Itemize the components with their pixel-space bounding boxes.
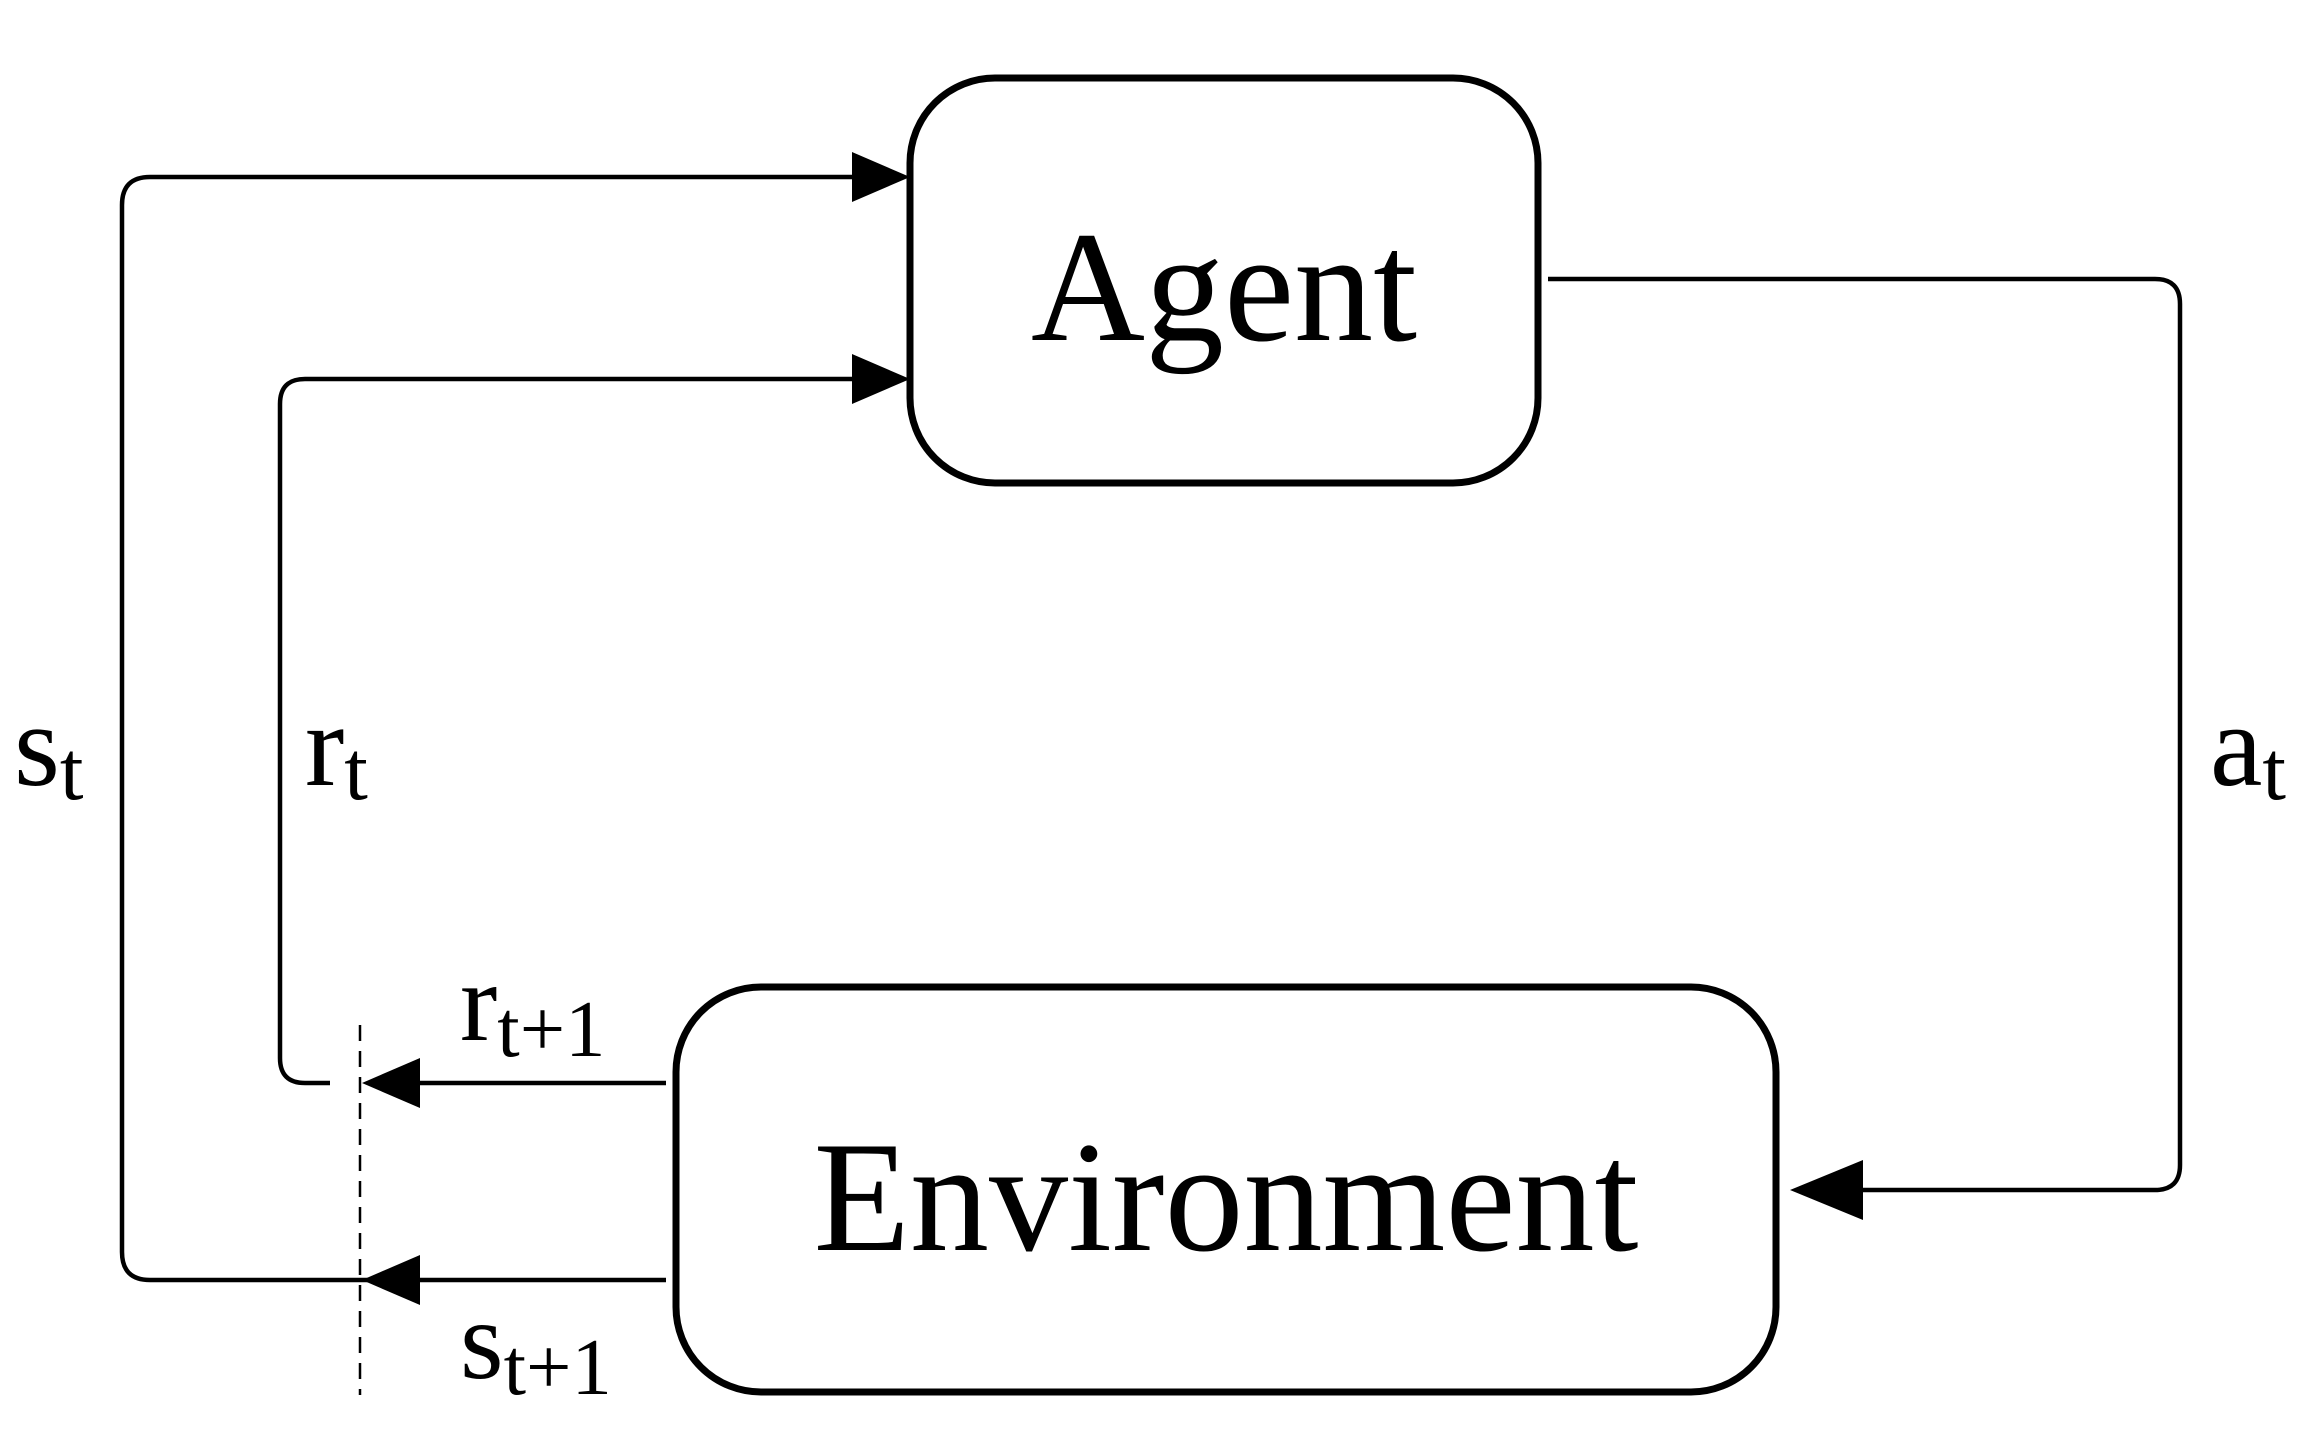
agent-box	[906, 74, 1542, 487]
reward-edge	[277, 354, 910, 1086]
next-state-edge	[362, 1255, 420, 1305]
state-symbol: s	[14, 680, 60, 811]
next-state-arrowhead	[362, 1255, 420, 1305]
agent-node: Agent	[906, 74, 1542, 487]
action-path	[1548, 276, 2183, 1193]
state-edge	[119, 152, 910, 1283]
action-symbol: a	[2210, 680, 2262, 811]
next-reward-subscript: t+1	[497, 985, 605, 1074]
state-label: st	[14, 680, 84, 818]
next-state-symbol: s	[460, 1279, 504, 1403]
reward-subscript: t	[344, 724, 368, 818]
agent-label: Agent	[1031, 200, 1417, 375]
action-arrowhead	[1790, 1160, 1863, 1220]
next-reward-symbol: r	[460, 941, 497, 1065]
action-edge	[1548, 276, 2183, 1220]
reward-path	[277, 376, 860, 1086]
next-state-label: st+1	[460, 1279, 612, 1412]
reward-label: rt	[305, 680, 368, 818]
next-state-subscript: t+1	[504, 1323, 612, 1412]
state-arrowhead	[852, 152, 910, 202]
next-reward-label: rt+1	[460, 941, 605, 1074]
environment-box	[672, 983, 1780, 1396]
environment-node: Environment	[672, 983, 1780, 1396]
next-reward-edge	[362, 1058, 666, 1108]
next-reward-arrowhead	[362, 1058, 420, 1108]
state-path	[119, 174, 860, 1283]
state-subscript: t	[60, 724, 84, 818]
reward-symbol: r	[305, 680, 344, 811]
reward-arrowhead	[852, 354, 910, 404]
action-subscript: t	[2262, 724, 2286, 818]
environment-label: Environment	[814, 1110, 1639, 1285]
action-label: at	[2210, 680, 2286, 818]
